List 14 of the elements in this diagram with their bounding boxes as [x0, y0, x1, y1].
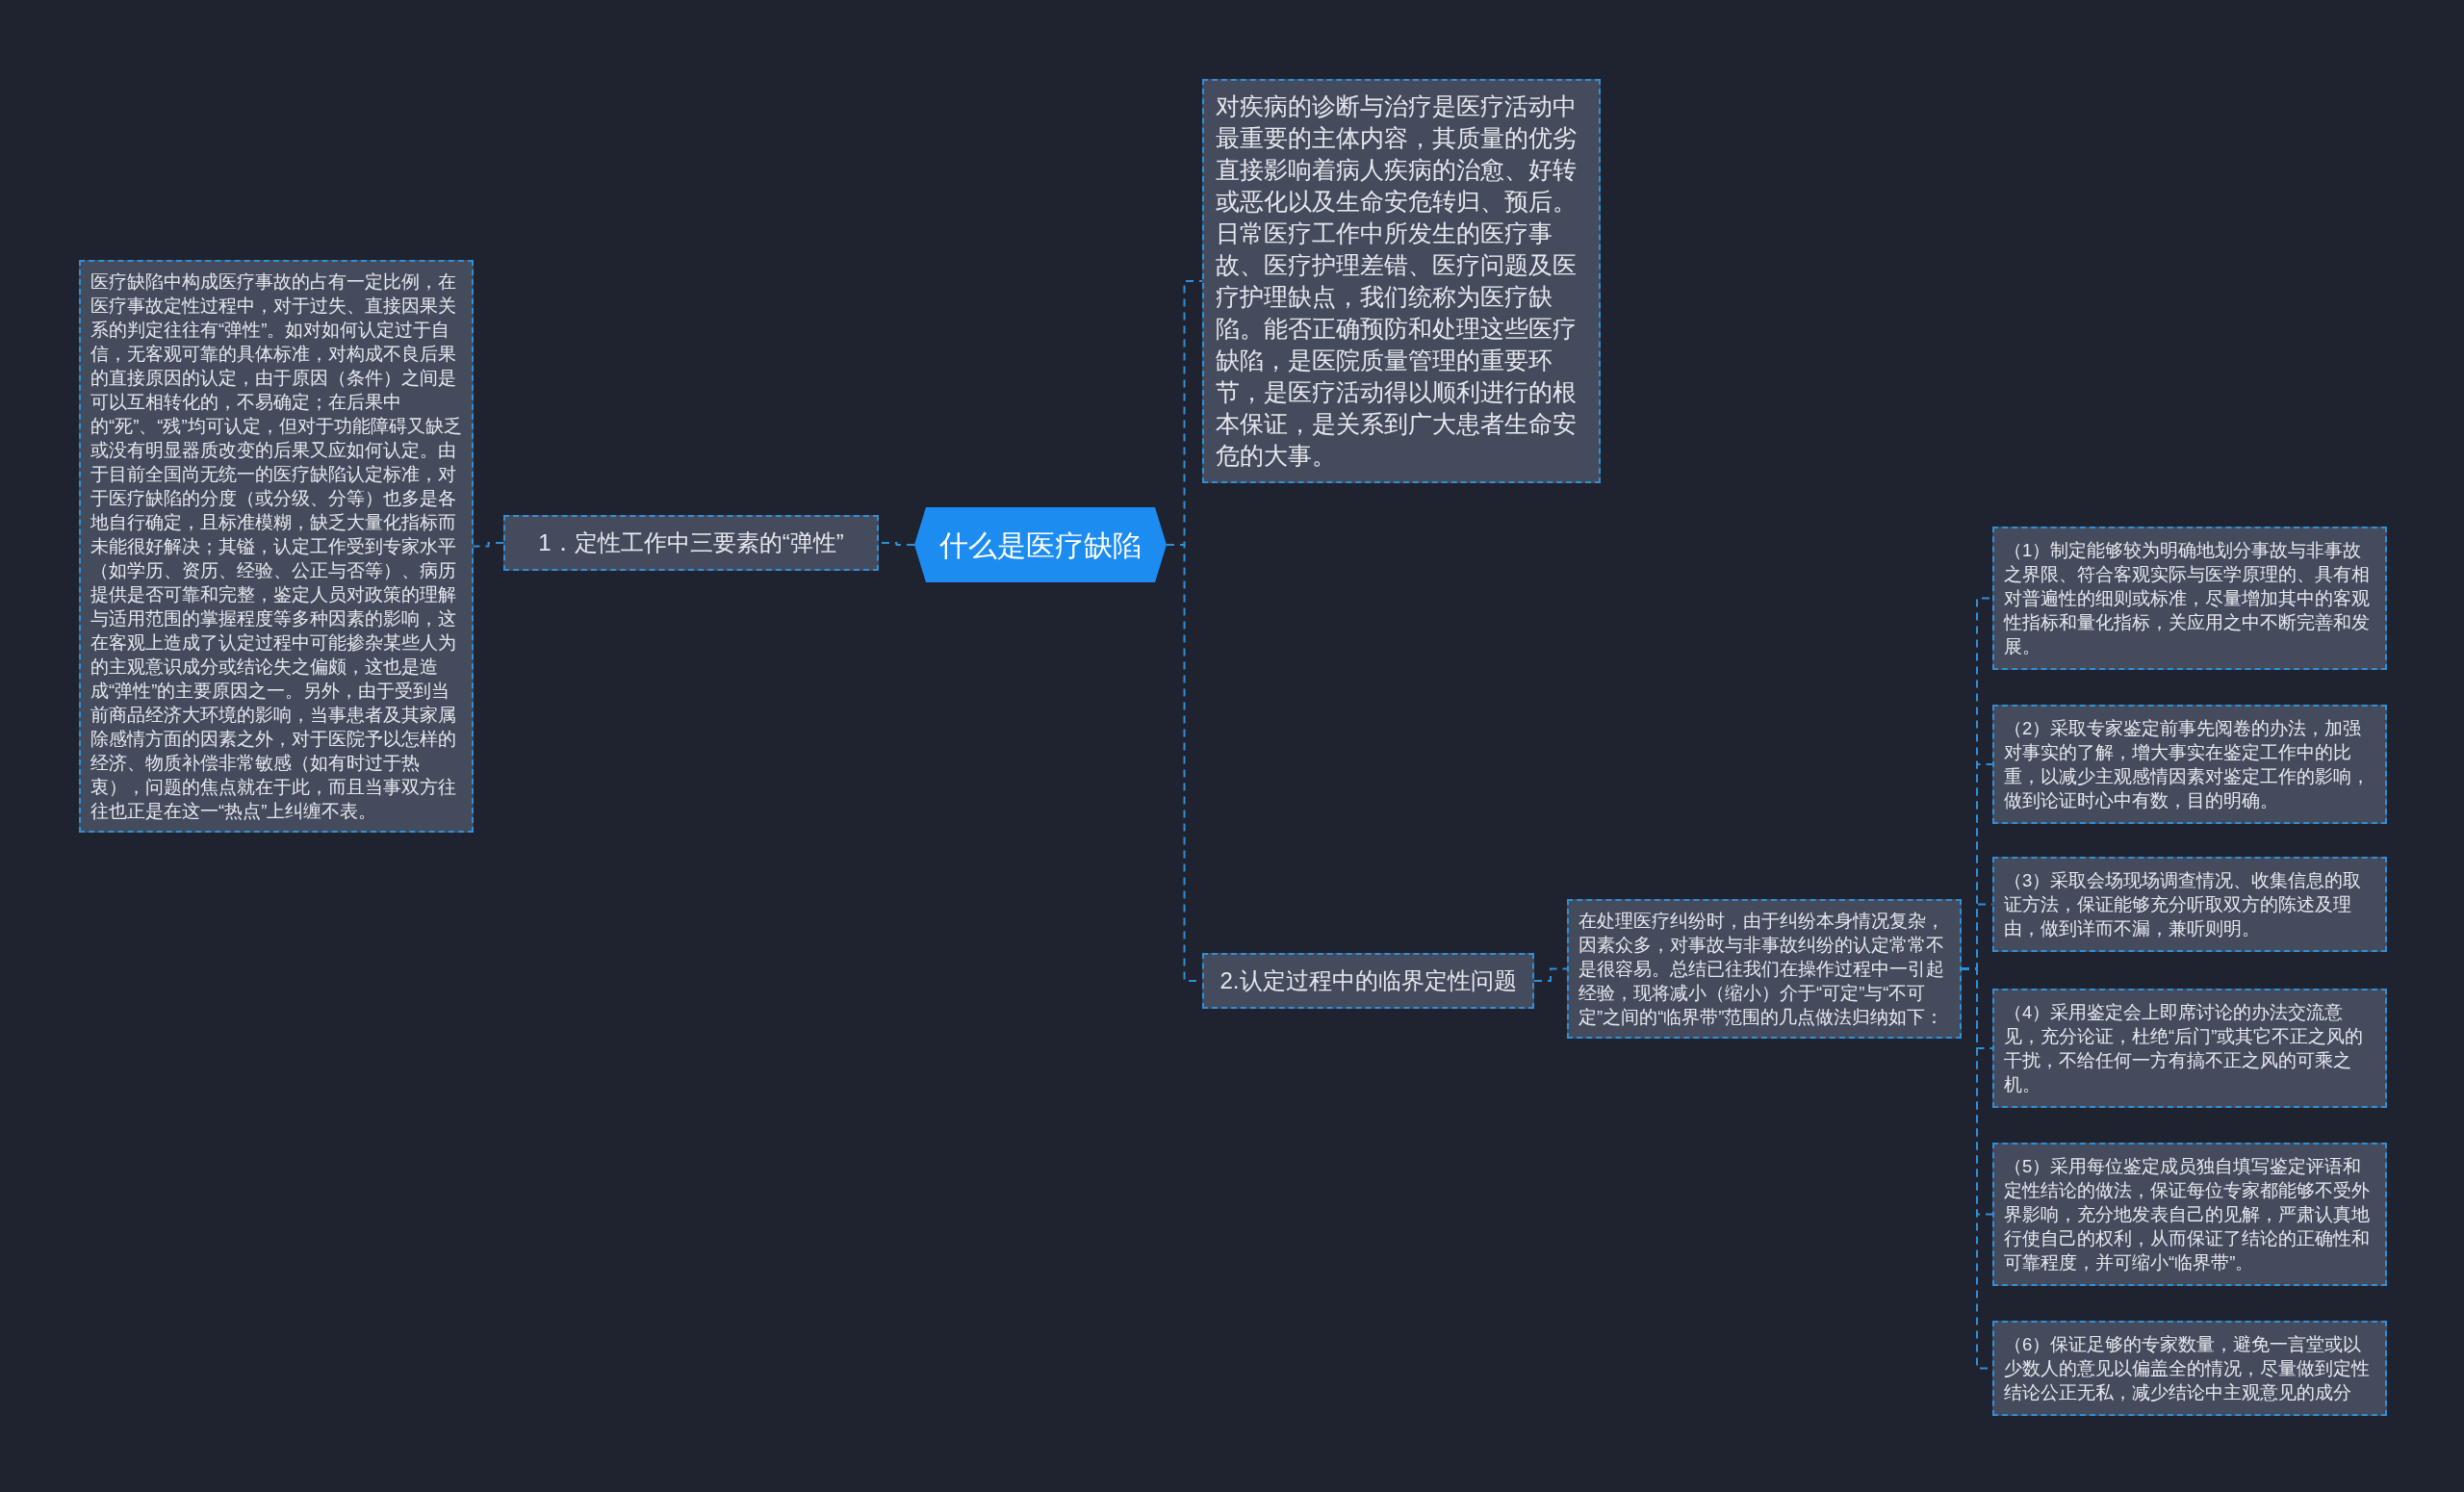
text-box: （4）采用鉴定会上即席讨论的办法交流意见，充分论证，杜绝“后门”或其它不正之风的干扰，不给任何一方有搞不正之风的可乘之机。 [1992, 989, 2387, 1108]
central-topic: 什么是医疗缺陷 [914, 507, 1167, 582]
text-box: 对疾病的诊断与治疗是医疗活动中最重要的主体内容，其质量的优劣直接影响着病人疾病的治愈、好转或恶化以及生命安危转归、预后。日常医疗工作中所发生的医疗事故、医疗护理差错、医疗问题及医疗护理缺点，我们统称为医疗缺陷。能否正确预防和处理这些医疗缺陷，是医院质量管理的重要环节，是医疗活动得以顺利进行的根本保证，是关系到广大患者生命安危的大事。 [1202, 79, 1601, 483]
text-box: 医疗缺陷中构成医疗事故的占有一定比例，在医疗事故定性过程中，对于过失、直接因果关系的判定往往有“弹性”。如对如何认定过于自信，无客观可靠的具体标准，对构成不良后果的直接原因的认定，由于原因（条件）之间是可以互相转化的，不易确定；在后果中的“死”、“残”均可认定，但对于功能障碍又缺乏或没有明显器质改变的后果又应如何认定。由于目前全国尚无统一的医疗缺陷认定标准，对于医疗缺陷的分度（或分级、分等）也多是各地自行确定，且标准模糊，缺乏大量化指标而未能很好解决；其镒，认定工作受到专家水平（如学历、资历、经验、公正与否等）、病历提供是否可靠和完整，鉴定人员对政策的理解与适用范围的掌握程度等多种因素的影响，这在客观上造成了认定过程中可能掺杂某些人为的主观意识成分或结论失之偏颇，这也是造成“弹性”的主要原因之一。另外，由于受到当前商品经济大环境的影响，当事患者及其家属除感情方面的因素之外，对于医院予以怎样的经济、物质补偿非常敏感（如有时过于热衷），问题的焦点就在于此，而且当事双方往往也正是在这一“热点”上纠缠不表。 [79, 260, 474, 833]
text-box: （3）采取会场现场调查情况、收集信息的取证方法，保证能够充分听取双方的陈述及理由，做到详而不漏，兼听则明。 [1992, 857, 2387, 952]
text-box: （1）制定能够较为明确地划分事故与非事故之界限、符合客观实际与医学原理的、具有相对普遍性的细则或标准，尽量增加其中的客观性指标和量化指标，关应用之中不断完善和发展。 [1992, 527, 2387, 670]
text-box: 在处理医疗纠纷时，由于纠纷本身情况复杂，因素众多，对事故与非事故纠纷的认定常常不是很容易。总结已往我们在操作过程中一引起经验，现将减小（缩小）介于“可定”与“不可定”之间的“临界带”范围的几点做法归纳如下： [1567, 899, 1962, 1039]
text-box: （6）保证足够的专家数量，避免一言堂或以少数人的意见以偏盖全的情况，尽量做到定性结论公正无私，减少结论中主观意见的成分 [1992, 1321, 2387, 1416]
text-box: （5）采用每位鉴定成员独自填写鉴定评语和定性结论的做法，保证每位专家都能够不受外界影响，充分地发表自己的见解，严肃认真地行使自己的权利，从而保证了结论的正确性和可靠程度，并可缩小“临界带”。 [1992, 1143, 2387, 1286]
topic-box: 2.认定过程中的临界定性问题 [1202, 953, 1534, 1009]
connector-line [473, 542, 504, 548]
topic-box: 1．定性工作中三要素的“弹性” [503, 515, 879, 571]
text-box: （2）采取专家鉴定前事先阅卷的办法，加强对事实的了解，增大事实在鉴定工作中的比重，以减少主观感情因素对鉴定工作的影响，做到论证时心中有数，目的明确。 [1992, 705, 2387, 824]
connector-line [1533, 967, 1568, 982]
